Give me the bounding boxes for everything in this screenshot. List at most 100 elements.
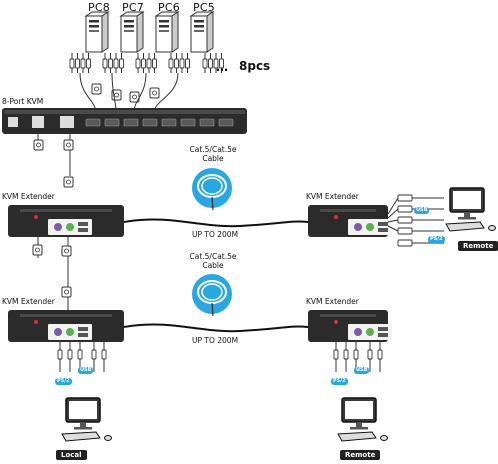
tower-side xyxy=(206,11,214,53)
kvm-top-edge xyxy=(4,110,245,114)
plug xyxy=(86,58,91,69)
kvm-label: 8-Port KVM xyxy=(2,97,44,106)
monitor-display xyxy=(69,401,97,419)
vga-screw xyxy=(66,142,71,148)
local-workstation-icon xyxy=(61,397,112,442)
peripheral-plug xyxy=(367,349,373,360)
plug xyxy=(102,58,108,69)
kvm-extender-icon xyxy=(8,205,124,237)
tower-bay xyxy=(124,20,134,23)
plug xyxy=(168,58,174,69)
connector-plug xyxy=(397,194,413,202)
tower-bay xyxy=(124,30,134,32)
usb-port xyxy=(78,327,88,331)
pc-tower-icon xyxy=(154,11,180,53)
vga-body xyxy=(63,139,74,151)
peripheral-cable-bundle xyxy=(57,342,107,372)
connector-plug xyxy=(397,239,413,247)
plug xyxy=(174,58,179,69)
ps2-badge: PS/2 xyxy=(55,378,72,385)
vga-screw xyxy=(94,86,99,92)
vga-body xyxy=(149,87,160,99)
peripheral-plug xyxy=(353,349,359,360)
kvm-vga-port xyxy=(180,118,196,127)
remote-workstation-icon xyxy=(337,397,388,442)
peripheral-plug xyxy=(77,349,83,360)
vga-screw xyxy=(36,142,41,148)
vga-body xyxy=(129,91,140,103)
extender-top xyxy=(320,314,376,317)
vga-screw xyxy=(35,247,40,253)
kvm-vga-port xyxy=(123,118,139,127)
coil-loop xyxy=(201,283,223,301)
tower-side xyxy=(171,11,179,53)
peripheral-plug xyxy=(333,349,339,360)
connector-plug xyxy=(397,216,413,224)
connector-plug xyxy=(397,227,413,235)
ps2-badge: PS/2 xyxy=(428,236,445,243)
pc-label: PC5 xyxy=(193,1,215,14)
plug xyxy=(135,58,141,69)
vga-screw xyxy=(64,289,69,295)
distance-label: UP TO 200M xyxy=(192,336,239,345)
kvm-power-port xyxy=(8,117,18,127)
usb-port xyxy=(78,228,88,232)
remote-workstation-icon xyxy=(445,187,496,232)
pc-to-kvm-cable xyxy=(79,72,179,113)
vga-connector-icon xyxy=(32,244,43,256)
pc-label: PC7 xyxy=(122,1,144,14)
tower-bay xyxy=(89,30,99,32)
peripheral-plug xyxy=(67,349,73,360)
pcs-count: 8pcs xyxy=(239,59,271,73)
keyboard xyxy=(337,431,377,442)
plug xyxy=(80,58,86,69)
cable-label: Cat.5/Cat.5e Cable xyxy=(186,252,240,270)
vga-connector-icon xyxy=(111,89,122,101)
keyboard xyxy=(61,431,101,442)
ps2-port xyxy=(354,328,362,336)
kvm-vga-port xyxy=(85,118,101,127)
pc-tower-icon xyxy=(84,11,110,53)
plug-bundle-icon xyxy=(168,53,190,73)
plug xyxy=(141,58,146,69)
plug xyxy=(69,58,75,69)
led xyxy=(334,215,338,219)
ps2-port xyxy=(54,223,62,231)
vga-screw xyxy=(114,92,119,98)
tower-bay xyxy=(194,20,204,23)
vga-connector-icon xyxy=(61,245,72,257)
kvm-console-port xyxy=(32,116,44,128)
peripheral-plug xyxy=(57,349,63,360)
ps2-port xyxy=(366,328,374,336)
plug xyxy=(185,58,190,69)
mouse xyxy=(380,435,388,441)
vga-connector-icon xyxy=(149,87,160,99)
plug-bundle-icon xyxy=(69,53,91,73)
kvm-console-port xyxy=(60,116,74,128)
monitor-stand xyxy=(356,422,362,427)
plug xyxy=(146,58,152,69)
vga-body xyxy=(63,176,74,188)
kvm-vga-port xyxy=(161,118,177,127)
extender-label: KVM Extender xyxy=(306,192,359,201)
plug xyxy=(208,58,213,69)
extender-label: KVM Extender xyxy=(306,297,359,306)
plug xyxy=(75,58,80,69)
led xyxy=(334,320,338,324)
monitor-stand xyxy=(464,212,470,217)
mouse xyxy=(488,225,496,231)
vga-body xyxy=(91,83,102,95)
vga-body xyxy=(32,244,43,256)
tower-bay xyxy=(89,20,99,23)
plug xyxy=(113,58,119,69)
usb-port xyxy=(378,333,388,337)
cable-label-line2: Cable xyxy=(202,154,224,163)
tower-bay xyxy=(159,30,169,32)
ps2-port xyxy=(354,223,362,231)
cable-label-line1: Cat.5/Cat.5e xyxy=(189,145,237,154)
cable-label-line2: Cable xyxy=(202,261,224,270)
vga-connector-icon xyxy=(91,83,102,95)
ps2-port xyxy=(66,223,74,231)
